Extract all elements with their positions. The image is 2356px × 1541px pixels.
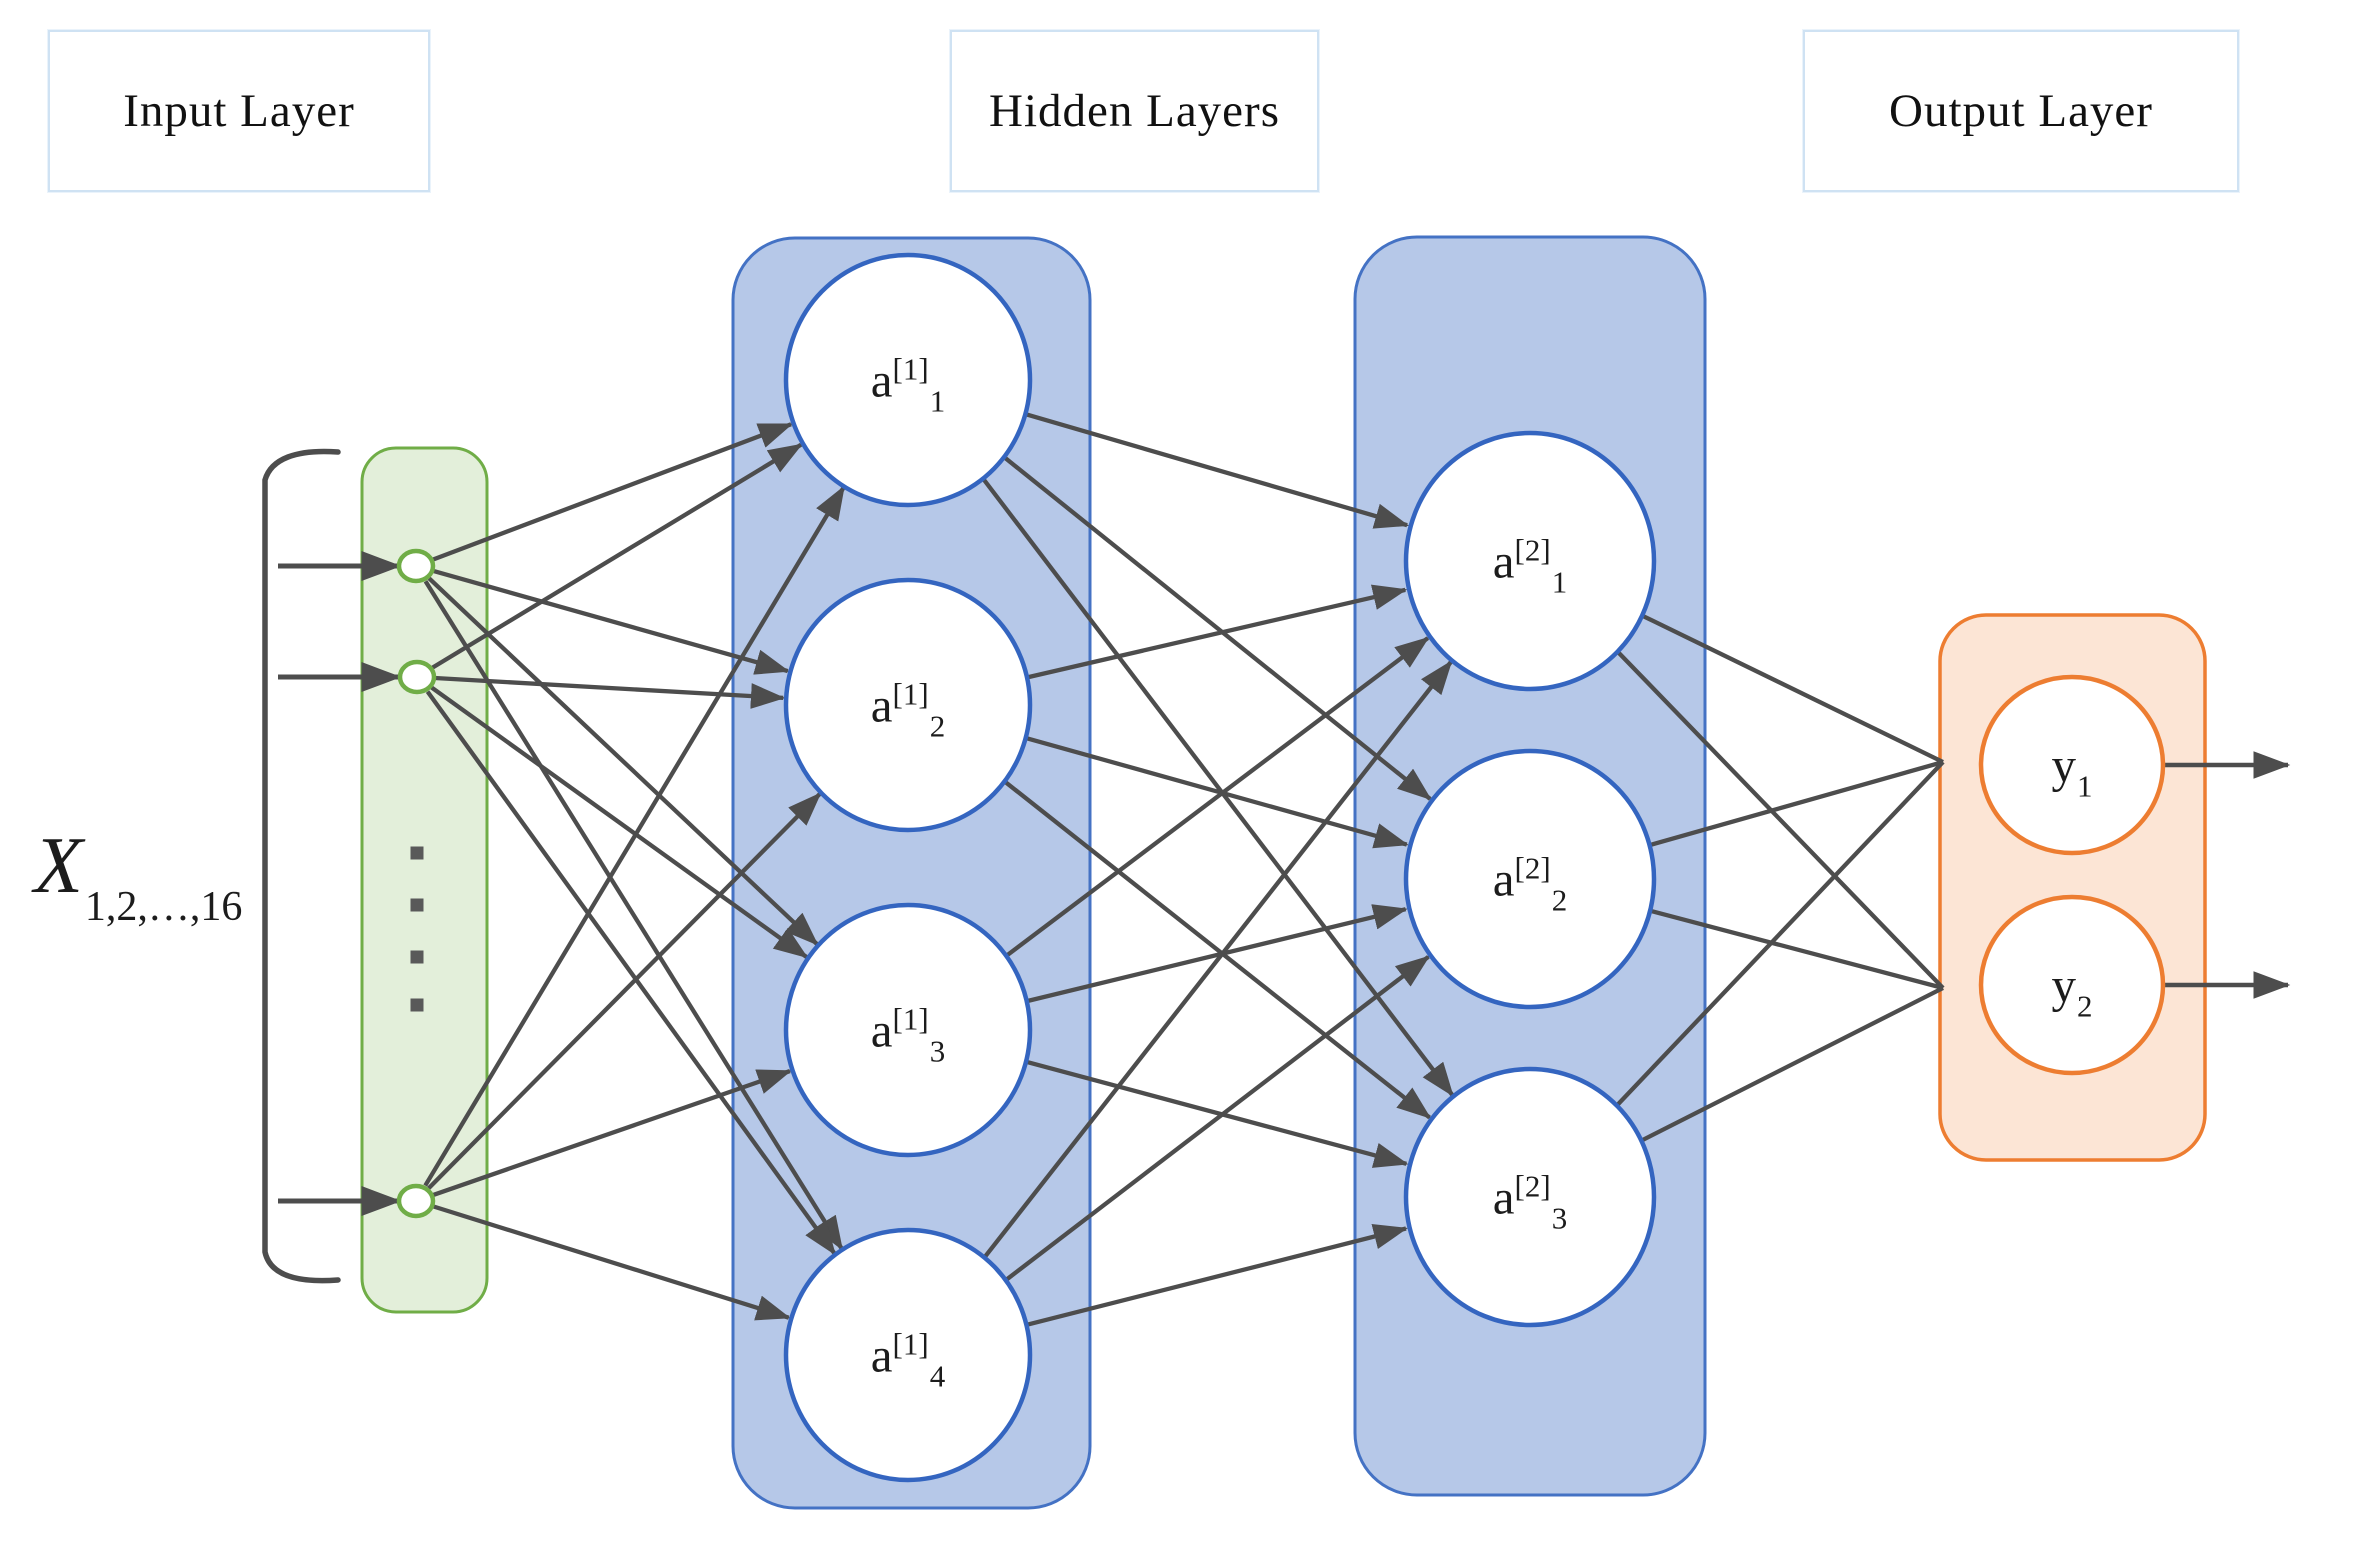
edge-h1n1-h2n2 bbox=[1002, 455, 1432, 801]
ellipsis-dot-3 bbox=[410, 950, 424, 964]
hidden1-node-4 bbox=[783, 1227, 1033, 1483]
hidden1-node-1 bbox=[783, 252, 1033, 508]
ellipsis-dot-1 bbox=[410, 846, 424, 860]
hidden2-node-1-label: a[2]1 bbox=[1492, 533, 1567, 598]
hidden1-node-2-label: a[1]2 bbox=[870, 677, 945, 742]
edge-h1n2-h2n3 bbox=[1003, 779, 1432, 1120]
hidden1-node-1-base: a bbox=[870, 352, 893, 408]
hidden2-node-1-subscript: 1 bbox=[1551, 564, 1568, 600]
input-node-1 bbox=[396, 548, 436, 584]
edge-input2-h1n3 bbox=[430, 685, 809, 959]
edge-h1n4-h2n2 bbox=[1004, 955, 1431, 1282]
output-layer-title: Output Layer bbox=[1889, 85, 2153, 137]
hidden2-node-2-superscript: [2] bbox=[1514, 850, 1551, 886]
hidden2-node-2-base: a bbox=[1492, 851, 1515, 907]
hidden1-node-3-base: a bbox=[870, 1002, 893, 1058]
hidden-layers-title: Hidden Layers bbox=[989, 85, 1280, 137]
output-node-2-label: y2 bbox=[2051, 957, 2093, 1022]
hidden2-node-3 bbox=[1403, 1066, 1657, 1328]
edge-input1-h1n2 bbox=[432, 568, 790, 675]
edge-h2n1-out1 bbox=[1642, 614, 1944, 764]
edge-input1-h1n4 bbox=[423, 580, 844, 1251]
edge-h1n2-h2n1 bbox=[1027, 584, 1408, 680]
input-node-2 bbox=[397, 659, 437, 695]
input-layer-title-box: Input Layer bbox=[48, 30, 430, 192]
edge-input1-h1n1 bbox=[432, 422, 794, 562]
edge-h1n3-h2n3 bbox=[1026, 1059, 1409, 1168]
edge-h1n3-h2n2 bbox=[1027, 904, 1408, 1004]
output-node-2-subscript: 2 bbox=[2077, 988, 2093, 1024]
hidden1-node-4-base: a bbox=[870, 1327, 893, 1383]
edge-input2-h1n4 bbox=[425, 690, 837, 1256]
input-vector-symbol: X bbox=[34, 822, 83, 910]
edge-h1n3-h2n1 bbox=[1004, 636, 1430, 958]
output-layer-title-box: Output Layer bbox=[1803, 30, 2239, 192]
edge-input2-h1n2 bbox=[434, 675, 786, 709]
hidden2-node-3-superscript: [2] bbox=[1514, 1168, 1551, 1204]
edge-h2n3-out1 bbox=[1615, 760, 1945, 1108]
edge-h1n1-h2n3 bbox=[980, 476, 1455, 1097]
hidden1-node-3-label: a[1]3 bbox=[870, 1002, 945, 1067]
output-node-2 bbox=[1978, 894, 2166, 1076]
hidden1-node-4-label: a[1]4 bbox=[870, 1327, 945, 1392]
input-bracket bbox=[262, 448, 341, 1284]
edge-input1-h1n3 bbox=[427, 576, 819, 946]
edge-input3-h1n3 bbox=[432, 1069, 792, 1198]
hidden1-node-4-subscript: 4 bbox=[929, 1358, 946, 1394]
edge-h2n3-out2 bbox=[1641, 986, 1944, 1143]
output-node-1-base: y bbox=[2051, 737, 2077, 793]
edge-input3-h1n1 bbox=[423, 485, 846, 1187]
edge-h1n1-h2n1 bbox=[1025, 412, 1410, 529]
edge-input2-h1n1 bbox=[431, 442, 803, 670]
edge-h2n2-out1 bbox=[1650, 759, 1944, 847]
edge-h1n2-h2n2 bbox=[1025, 736, 1409, 849]
hidden1-node-2-base: a bbox=[870, 677, 893, 733]
input-vector-subscript: 1,2,…,16 bbox=[84, 884, 243, 930]
hidden2-node-2-subscript: 2 bbox=[1551, 882, 1568, 918]
hidden1-node-2 bbox=[783, 577, 1033, 833]
hidden-layers-title-box: Hidden Layers bbox=[950, 30, 1319, 192]
hidden1-node-3-superscript: [1] bbox=[892, 1001, 929, 1037]
hidden2-node-1-superscript: [2] bbox=[1514, 532, 1551, 568]
edge-h2n1-out2 bbox=[1616, 650, 1945, 990]
edge-h2n2-out2 bbox=[1651, 909, 1944, 991]
hidden2-node-2-label: a[2]2 bbox=[1492, 851, 1567, 916]
edge-h1n4-h2n1 bbox=[982, 660, 1453, 1260]
hidden1-node-4-superscript: [1] bbox=[892, 1326, 929, 1362]
hidden-layer-1-panel bbox=[731, 236, 1092, 1510]
hidden2-node-3-label: a[2]3 bbox=[1492, 1169, 1567, 1234]
edge-input3-h1n4 bbox=[432, 1204, 791, 1321]
edge-h1n4-h2n3 bbox=[1026, 1223, 1409, 1327]
hidden2-node-2 bbox=[1403, 748, 1657, 1010]
hidden2-node-3-base: a bbox=[1492, 1169, 1515, 1225]
output-node-1-subscript: 1 bbox=[2077, 768, 2093, 804]
hidden1-node-2-subscript: 2 bbox=[929, 708, 946, 744]
hidden1-node-3-subscript: 3 bbox=[929, 1033, 946, 1069]
ellipsis-dot-4 bbox=[410, 998, 424, 1012]
output-node-2-base: y bbox=[2051, 957, 2077, 1013]
output-node-1 bbox=[1978, 674, 2166, 856]
edge-input3-h1n2 bbox=[427, 792, 822, 1190]
hidden2-node-1 bbox=[1403, 430, 1657, 692]
hidden1-node-3 bbox=[783, 902, 1033, 1158]
ellipsis-dot-2 bbox=[410, 898, 424, 912]
output-node-1-label: y1 bbox=[2051, 737, 2093, 802]
hidden1-node-1-label: a[1]1 bbox=[870, 352, 945, 417]
hidden2-node-1-base: a bbox=[1492, 533, 1515, 589]
hidden2-node-3-subscript: 3 bbox=[1551, 1200, 1568, 1236]
hidden1-node-1-superscript: [1] bbox=[892, 351, 929, 387]
hidden1-node-1-subscript: 1 bbox=[929, 383, 946, 419]
input-layer-title: Input Layer bbox=[123, 85, 355, 137]
hidden1-node-2-superscript: [1] bbox=[892, 676, 929, 712]
input-node-3 bbox=[396, 1183, 436, 1219]
input-vector-annotation: X1,2,…,16 bbox=[34, 826, 242, 928]
